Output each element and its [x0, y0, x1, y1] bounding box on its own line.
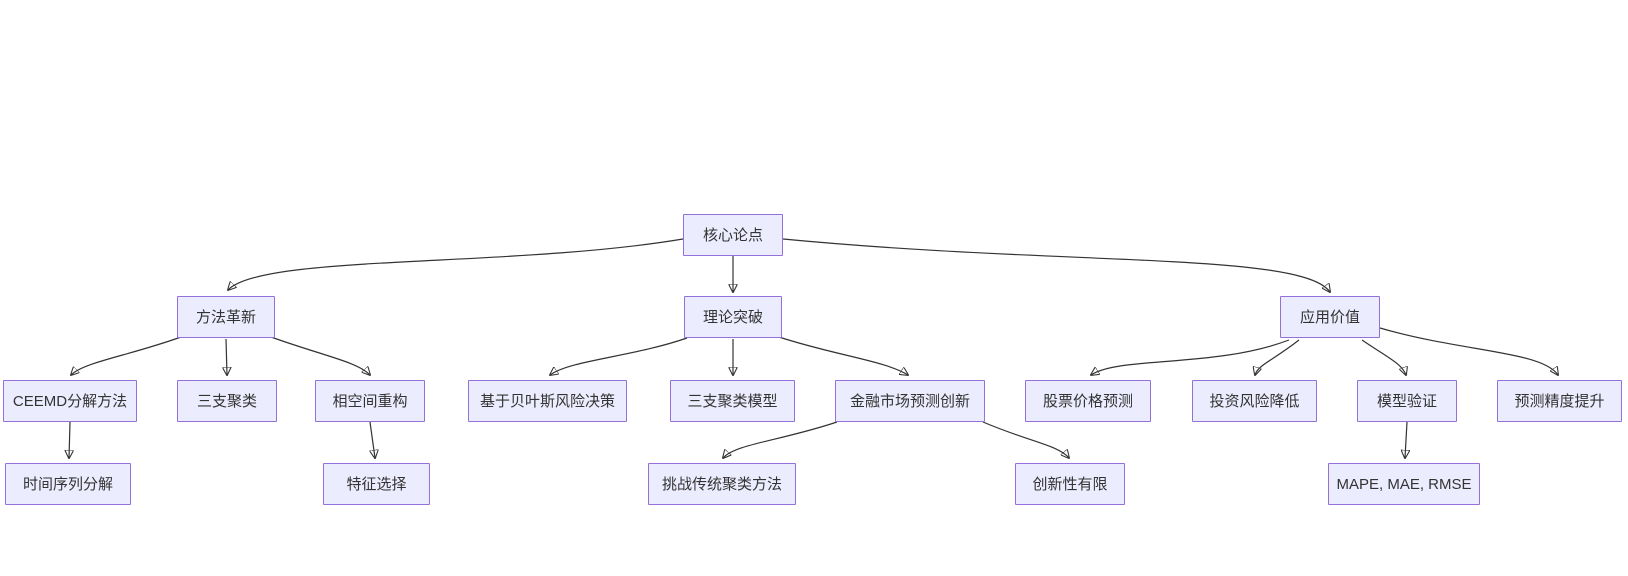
edge-method-phasespace — [270, 336, 370, 375]
edge-root-application — [782, 238, 1330, 292]
edge-method-ceemd — [71, 336, 182, 375]
edge-root-method — [228, 238, 684, 290]
node-three-way-clustering: 三支聚类 — [177, 380, 277, 422]
node-stock-price-prediction: 股票价格预测 — [1025, 380, 1151, 422]
edge-financeinnovation-challenge — [723, 421, 838, 458]
edge-theory-bayes — [550, 337, 688, 375]
edge-ceemd-timeseries — [69, 421, 70, 458]
node-ceemd-decomposition: CEEMD分解方法 — [3, 380, 137, 422]
node-investment-risk-reduction: 投资风险降低 — [1192, 380, 1317, 422]
edge-phasespace-featureselection — [369, 421, 375, 458]
node-challenge-traditional-clustering: 挑战传统聚类方法 — [648, 463, 796, 505]
edge-application-riskreduction — [1255, 339, 1300, 375]
edge-application-accuracy — [1379, 327, 1558, 375]
node-metrics-mape-mae-rmse: MAPE, MAE, RMSE — [1328, 463, 1480, 505]
node-prediction-accuracy-improvement: 预测精度提升 — [1497, 380, 1622, 422]
edge-application-stockprediction — [1091, 339, 1290, 375]
node-limited-novelty: 创新性有限 — [1015, 463, 1125, 505]
node-theory-breakthrough: 理论突破 — [684, 296, 782, 338]
node-time-series-decomposition: 时间序列分解 — [5, 463, 131, 505]
node-three-way-clustering-model: 三支聚类模型 — [670, 380, 795, 422]
edge-theory-financeinnovation — [778, 336, 908, 375]
node-feature-selection: 特征选择 — [323, 463, 430, 505]
node-bayes-risk-decision: 基于贝叶斯风险决策 — [468, 380, 627, 422]
edge-application-modelvalidation — [1361, 339, 1406, 375]
edge-method-threeway — [226, 338, 227, 375]
node-application-value: 应用价值 — [1280, 296, 1380, 338]
node-model-validation: 模型验证 — [1357, 380, 1457, 422]
node-phase-space-reconstruction: 相空间重构 — [315, 380, 425, 422]
node-financial-market-prediction-innovation: 金融市场预测创新 — [835, 380, 985, 422]
node-core-argument: 核心论点 — [683, 214, 783, 256]
edge-modelvalidation-metrics — [1405, 421, 1407, 458]
node-method-innovation: 方法革新 — [177, 296, 275, 338]
edge-financeinnovation-limitednovelty — [982, 421, 1069, 458]
